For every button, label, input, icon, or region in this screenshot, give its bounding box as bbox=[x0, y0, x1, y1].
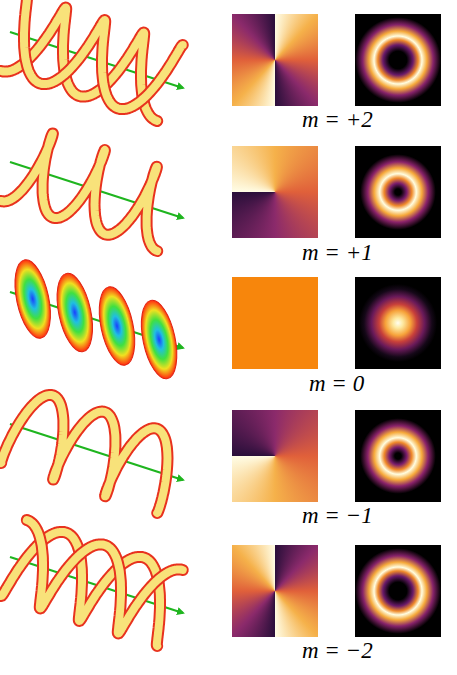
helical-wavefront bbox=[1, 395, 167, 513]
helix-edge bbox=[27, 520, 183, 634]
phase-map bbox=[232, 146, 318, 238]
intensity-map bbox=[355, 277, 441, 369]
intensity-map bbox=[355, 410, 441, 502]
helical-wavefront bbox=[27, 520, 183, 634]
phase-map bbox=[232, 14, 318, 106]
phase-map bbox=[232, 545, 318, 637]
phase-map bbox=[232, 277, 318, 369]
charge-label: m = +1 bbox=[302, 240, 373, 266]
helical-wavefront bbox=[1, 133, 157, 251]
helical-wavefront bbox=[24, 0, 183, 109]
intensity-map bbox=[355, 14, 441, 106]
planar-wavefront bbox=[93, 284, 141, 369]
phase-map bbox=[232, 410, 318, 502]
helix-edge bbox=[24, 0, 183, 109]
planar-wavefront bbox=[135, 297, 183, 382]
intensity-map bbox=[355, 146, 441, 238]
planar-wavefront bbox=[51, 270, 99, 355]
charge-label: m = 0 bbox=[309, 371, 364, 397]
planar-wavefront bbox=[9, 257, 57, 342]
charge-label: m = +2 bbox=[302, 107, 373, 133]
helix-edge bbox=[1, 133, 157, 251]
charge-label: m = −1 bbox=[302, 503, 373, 529]
charge-label: m = −2 bbox=[302, 638, 373, 664]
helix-edge bbox=[1, 395, 167, 513]
intensity-map bbox=[355, 545, 441, 637]
